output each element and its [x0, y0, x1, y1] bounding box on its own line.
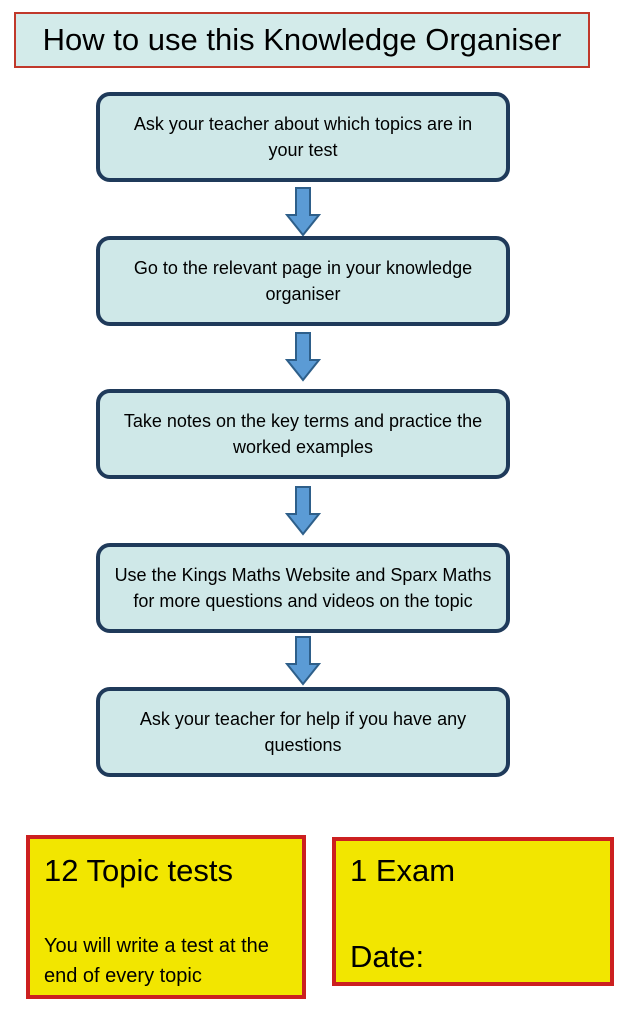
flow-step-1: Ask your teacher about which topics are …: [96, 92, 510, 182]
exam-heading: 1 Exam: [350, 853, 456, 888]
down-arrow-icon: [285, 486, 321, 536]
flow-step-text: Take notes on the key terms and practice…: [123, 411, 483, 457]
page-title-text: How to use this Knowledge Organiser: [42, 22, 562, 57]
page-title: How to use this Knowledge Organiser: [14, 12, 590, 68]
flow-step-text: Ask your teacher about which topics are …: [133, 114, 473, 160]
flow-step-2: Go to the relevant page in your knowledg…: [96, 236, 510, 326]
topic-tests-box: 12 Topic tests You will write a test at …: [26, 835, 306, 999]
exam-date-label: Date:: [350, 939, 425, 974]
flow-step-text: Go to the relevant page in your knowledg…: [133, 258, 473, 304]
flow-step-4: Use the Kings Maths Website and Sparx Ma…: [96, 543, 510, 633]
down-arrow-icon: [285, 636, 321, 686]
topic-tests-note: You will write a test at the end of ever…: [44, 935, 269, 987]
flow-step-text: Use the Kings Maths Website and Sparx Ma…: [114, 565, 492, 611]
exam-box: 1 Exam Date:: [332, 837, 614, 986]
down-arrow-icon: [285, 187, 321, 237]
flow-step-text: Ask your teacher for help if you have an…: [139, 709, 467, 755]
flow-step-3: Take notes on the key terms and practice…: [96, 389, 510, 479]
topic-tests-heading: 12 Topic tests: [44, 853, 233, 888]
flow-step-5: Ask your teacher for help if you have an…: [96, 687, 510, 777]
down-arrow-icon: [285, 332, 321, 382]
